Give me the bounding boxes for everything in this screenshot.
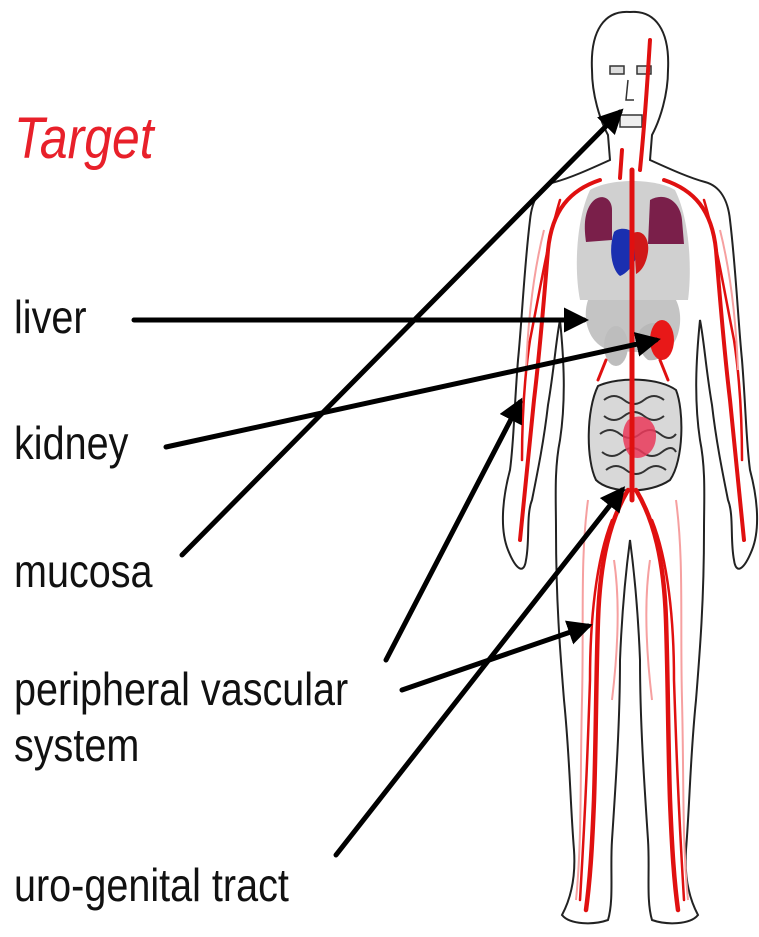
label-urogenital: uro-genital tract [14, 862, 289, 908]
page-title: Target [14, 110, 154, 168]
label-vascular-line2: system [14, 722, 139, 768]
label-kidney: kidney [14, 420, 128, 466]
arrow-vascular [386, 402, 520, 660]
label-liver: liver [14, 294, 87, 340]
label-mucosa: mucosa [14, 548, 153, 594]
label-vascular-line1: peripheral vascular [14, 666, 348, 712]
vessels [520, 40, 744, 910]
